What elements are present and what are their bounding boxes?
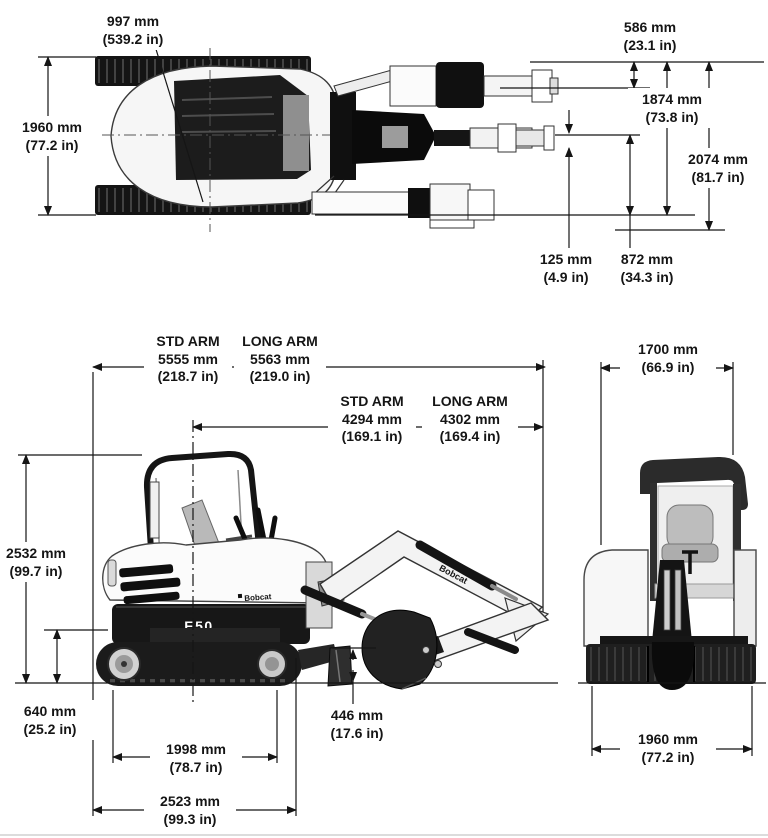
svg-text:(23.1 in): (23.1 in) bbox=[624, 37, 677, 53]
rear-view-roof bbox=[640, 456, 748, 510]
svg-text:STD ARM: STD ARM bbox=[156, 333, 219, 349]
top-view-arm-middle bbox=[352, 110, 555, 164]
label-997: 997 mm (539.2 in) bbox=[90, 10, 176, 50]
side-view-stick-cylinder bbox=[464, 628, 519, 654]
svg-text:2074 mm: 2074 mm bbox=[688, 151, 748, 167]
bobcat-logo-icon bbox=[237, 593, 243, 599]
rear-view-right-pod bbox=[733, 549, 757, 647]
svg-text:2523 mm: 2523 mm bbox=[160, 793, 220, 809]
side-view-boom-cylinder bbox=[415, 540, 497, 591]
svg-text:4294 mm: 4294 mm bbox=[342, 411, 402, 427]
svg-text:(218.7 in): (218.7 in) bbox=[158, 368, 219, 384]
label-2523: 2523 mm (99.3 in) bbox=[144, 790, 236, 830]
svg-text:125 mm: 125 mm bbox=[540, 251, 592, 267]
svg-text:(99.3 in): (99.3 in) bbox=[164, 811, 217, 827]
rear-view-seat bbox=[661, 504, 719, 574]
svg-text:(77.2 in): (77.2 in) bbox=[642, 749, 695, 765]
svg-text:LONG ARM: LONG ARM bbox=[432, 393, 508, 409]
label-2532: 2532 mm (99.7 in) bbox=[0, 542, 72, 582]
side-view-vents bbox=[119, 564, 181, 605]
svg-text:(34.3 in): (34.3 in) bbox=[621, 269, 674, 285]
top-view-swing-bracket bbox=[330, 92, 356, 180]
svg-text:(25.2 in): (25.2 in) bbox=[24, 721, 77, 737]
rear-view-left-pod bbox=[583, 549, 649, 647]
leader-997 bbox=[154, 45, 204, 203]
label-1998: 1998 mm (78.7 in) bbox=[150, 738, 242, 778]
dimension-labels: 997 mm (539.2 in) 1960 mm (77.2 in) 586 … bbox=[0, 10, 764, 830]
label-reach-std-arm: STD ARM 4294 mm (169.1 in) bbox=[328, 392, 416, 448]
svg-text:997 mm: 997 mm bbox=[107, 13, 159, 29]
top-view-cab-roof bbox=[174, 75, 311, 180]
svg-text:(4.9 in): (4.9 in) bbox=[543, 269, 588, 285]
side-view-blade-arm bbox=[298, 644, 338, 670]
side-view-boom-arm: Bobcat bbox=[300, 530, 550, 664]
svg-text:872 mm: 872 mm bbox=[621, 251, 673, 267]
label-1874: 1874 mm (73.8 in) bbox=[628, 88, 716, 128]
svg-text:STD ARM: STD ARM bbox=[340, 393, 403, 409]
label-446: 446 mm (17.6 in) bbox=[310, 704, 404, 744]
svg-text:1874 mm: 1874 mm bbox=[642, 91, 702, 107]
rear-view-bucket bbox=[651, 642, 695, 690]
svg-text:(78.7 in): (78.7 in) bbox=[170, 759, 223, 775]
svg-text:(81.7 in): (81.7 in) bbox=[692, 169, 745, 185]
svg-text:5563 mm: 5563 mm bbox=[250, 351, 310, 367]
label-872: 872 mm (34.3 in) bbox=[606, 248, 688, 288]
side-view-blade bbox=[327, 645, 353, 687]
svg-text:LONG ARM: LONG ARM bbox=[242, 333, 318, 349]
label-reach-long-arm: LONG ARM 4302 mm (169.4 in) bbox=[422, 392, 518, 448]
svg-text:(77.2 in): (77.2 in) bbox=[26, 137, 79, 153]
svg-text:(73.8 in): (73.8 in) bbox=[646, 109, 699, 125]
side-view-track bbox=[96, 642, 302, 686]
rear-view bbox=[583, 456, 757, 690]
label-640: 640 mm (25.2 in) bbox=[6, 700, 94, 740]
svg-text:1960 mm: 1960 mm bbox=[22, 119, 82, 135]
svg-text:1960 mm: 1960 mm bbox=[638, 731, 698, 747]
svg-text:446 mm: 446 mm bbox=[331, 707, 383, 723]
svg-text:(219.0 in): (219.0 in) bbox=[250, 368, 311, 384]
top-view-arm-lower bbox=[311, 175, 495, 229]
side-view: Bobcat E50 Bobcat bbox=[96, 450, 550, 690]
rear-view-boom bbox=[652, 560, 692, 642]
side-view-lift-cylinder bbox=[300, 585, 367, 619]
label-1700: 1700 mm (66.9 in) bbox=[620, 338, 716, 382]
svg-text:640 mm: 640 mm bbox=[24, 703, 76, 719]
side-view-window-bar bbox=[149, 481, 160, 539]
svg-text:(99.7 in): (99.7 in) bbox=[10, 563, 63, 579]
label-2074: 2074 mm (81.7 in) bbox=[672, 148, 764, 188]
label-1960-top: 1960 mm (77.2 in) bbox=[8, 116, 96, 156]
top-view-dimensions bbox=[38, 45, 764, 248]
svg-text:1998 mm: 1998 mm bbox=[166, 741, 226, 757]
side-view-rops-frame bbox=[143, 450, 264, 566]
label-overall-long-arm: LONG ARM 5563 mm (219.0 in) bbox=[234, 332, 326, 388]
side-view-bucket bbox=[361, 609, 444, 690]
label-1960-rear: 1960 mm (77.2 in) bbox=[620, 728, 716, 772]
svg-text:(66.9 in): (66.9 in) bbox=[642, 359, 695, 375]
svg-text:(169.4 in): (169.4 in) bbox=[440, 428, 501, 444]
svg-text:586 mm: 586 mm bbox=[624, 19, 676, 35]
top-view bbox=[95, 48, 559, 232]
svg-text:2532 mm: 2532 mm bbox=[6, 545, 66, 561]
svg-text:(539.2 in): (539.2 in) bbox=[103, 31, 164, 47]
label-overall-std-arm: STD ARM 5555 mm (218.7 in) bbox=[144, 332, 232, 388]
top-view-cab-window bbox=[283, 95, 309, 171]
svg-text:4302 mm: 4302 mm bbox=[440, 411, 500, 427]
svg-text:1700 mm: 1700 mm bbox=[638, 341, 698, 357]
top-view-arm-upper bbox=[333, 62, 559, 108]
label-125: 125 mm (4.9 in) bbox=[526, 248, 606, 288]
svg-text:5555 mm: 5555 mm bbox=[158, 351, 218, 367]
svg-text:(17.6 in): (17.6 in) bbox=[331, 725, 384, 741]
svg-text:(169.1 in): (169.1 in) bbox=[342, 428, 403, 444]
side-view-body-logo: Bobcat bbox=[244, 592, 272, 603]
label-586: 586 mm (23.1 in) bbox=[606, 16, 694, 56]
